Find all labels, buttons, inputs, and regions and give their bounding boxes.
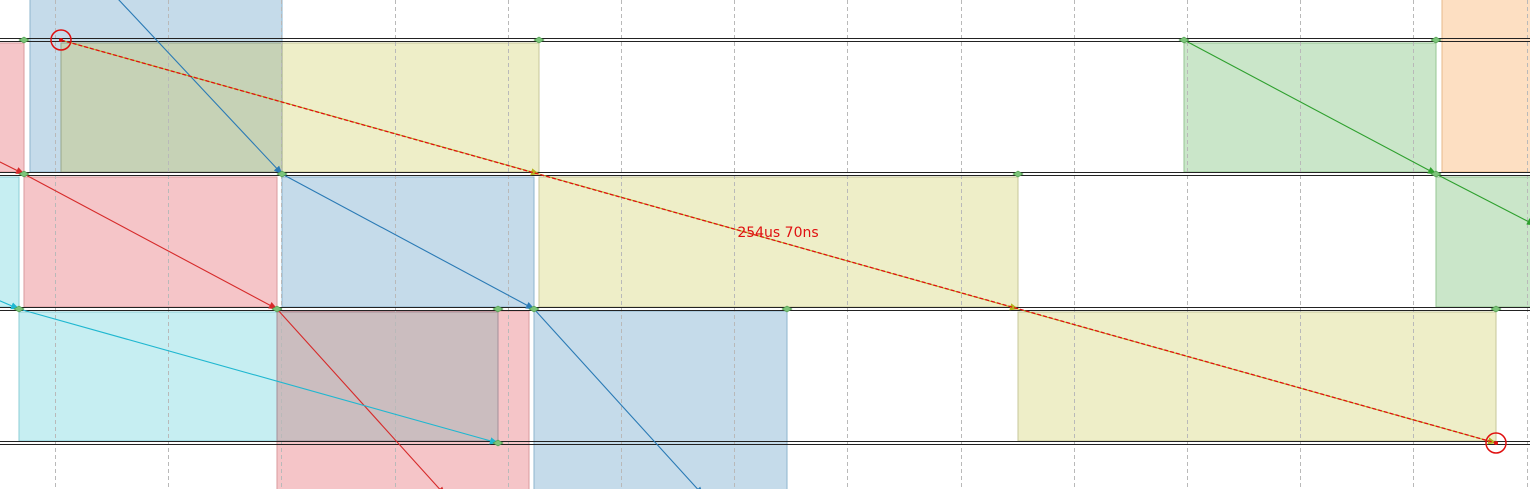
- dependency-arrow: [118, 0, 283, 175]
- green-block[interactable]: [1435, 176, 1530, 308]
- event-marker[interactable]: [18, 36, 30, 44]
- measurement-end-dot: [1494, 441, 1498, 445]
- event-marker[interactable]: [528, 305, 540, 313]
- event-markers: [13, 36, 1502, 447]
- lane-separators: [0, 38, 1530, 445]
- event-marker[interactable]: [271, 305, 283, 313]
- measurement-end-marker[interactable]: [1485, 432, 1507, 454]
- cyan-block[interactable]: [0, 176, 20, 308]
- event-marker[interactable]: [1430, 170, 1442, 178]
- event-marker[interactable]: [1490, 305, 1502, 313]
- measurement-label: 254us 70ns: [737, 225, 818, 241]
- yellow-block[interactable]: [281, 42, 540, 173]
- measurement-overlay: 254us 70ns: [50, 29, 1507, 454]
- olive-block[interactable]: [60, 42, 283, 173]
- event-marker[interactable]: [1178, 36, 1190, 44]
- orange-block[interactable]: [1441, 0, 1530, 173]
- mauve-block[interactable]: [276, 311, 499, 442]
- dependency-arrow: [0, 300, 20, 310]
- dependency-arrow: [533, 308, 704, 489]
- event-marker[interactable]: [1012, 170, 1024, 178]
- event-marker[interactable]: [781, 305, 793, 313]
- event-marker[interactable]: [1430, 36, 1442, 44]
- event-marker[interactable]: [492, 305, 504, 313]
- event-marker[interactable]: [276, 170, 288, 178]
- dependency-arrow: [0, 161, 25, 175]
- event-marker[interactable]: [533, 36, 545, 44]
- dependency-arrow: [23, 173, 278, 310]
- dependency-arrow: [281, 173, 535, 310]
- event-marker[interactable]: [13, 305, 25, 313]
- measurement-line: [60, 39, 1497, 444]
- event-marker[interactable]: [18, 170, 30, 178]
- red-block[interactable]: [0, 42, 25, 173]
- time-gridlines: [55, 0, 1528, 489]
- dependency-arrow: [1183, 39, 1437, 175]
- event-marker[interactable]: [492, 439, 504, 447]
- dependency-arrow: [18, 308, 499, 445]
- measurement-start-marker[interactable]: [50, 29, 72, 51]
- dependency-arrow: [276, 308, 446, 489]
- blue-block[interactable]: [533, 310, 788, 489]
- dependency-arrow: [1435, 173, 1530, 226]
- cyan-block[interactable]: [18, 311, 278, 442]
- measurement-start-dot: [59, 38, 63, 42]
